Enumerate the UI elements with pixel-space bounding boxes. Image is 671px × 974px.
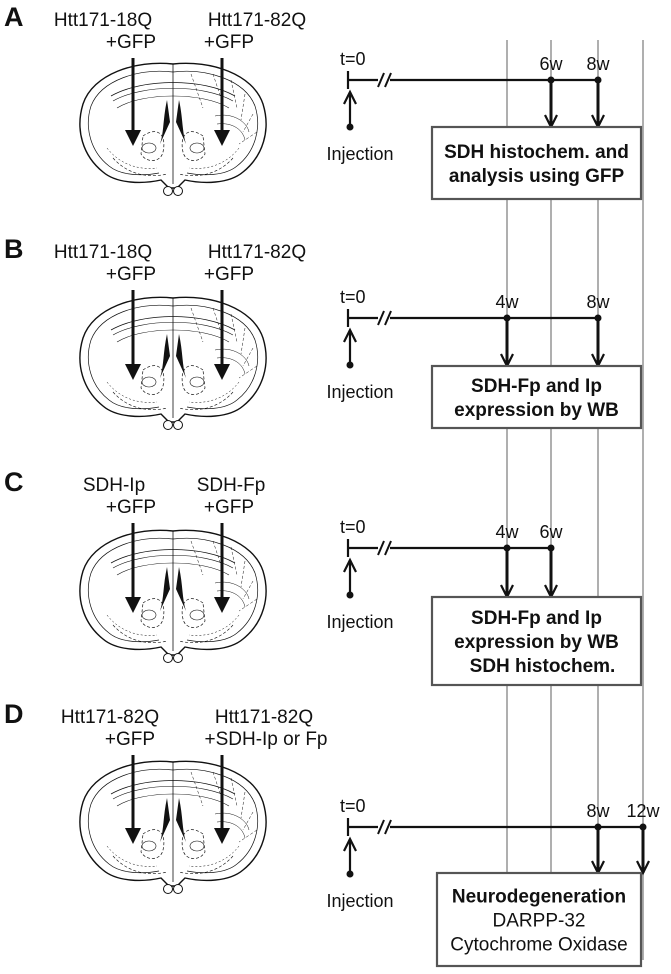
right-injection-label-sub: +GFP [204,32,254,53]
right-injection-arrow [214,755,230,844]
time-marker-label: 6w [539,522,563,542]
injection-arrow [343,89,357,131]
time-marker-label: 8w [586,292,610,312]
time-marker-arrow [636,823,650,876]
injection-arrow [343,557,357,599]
right-injection-label: Htt171-82Q [208,242,306,263]
outcome-box-line: SDH histochem. [470,656,616,677]
t0-label: t=0 [340,287,366,307]
left-injection-label: Htt171-82Q [61,707,159,728]
time-marker-arrow [591,76,605,130]
left-injection-label: Htt171-18Q [54,242,152,263]
panel-letter: B [4,234,24,264]
left-injection-label-sub: +GFP [106,264,156,285]
timeline [346,309,598,327]
left-injection-label: SDH-Ip [83,475,145,496]
outcome-box-line: SDH histochem. and [444,142,629,163]
outcome-box: SDH-Fp and Ip expression by WB [430,364,643,430]
time-marker-arrow [591,314,605,369]
time-marker-label: 6w [539,54,563,74]
left-injection-label-sub: +GFP [106,32,156,53]
injection-label: Injection [326,144,393,164]
brain-section-drawing [79,529,267,664]
outcome-box-line: expression by WB [454,400,619,421]
time-marker-arrow [500,314,514,369]
time-marker-label: 8w [586,801,610,821]
t0-label: t=0 [340,796,366,816]
left-injection-label-sub: +GFP [106,497,156,518]
timeline [346,71,598,89]
brain-section-drawing [79,62,267,197]
panel-letter: C [4,467,24,497]
left-injection-label-sub: +GFP [105,729,155,750]
left-injection-label: Htt171-18Q [54,10,152,31]
left-injection-arrow [125,523,141,613]
outcome-box-line: SDH-Fp and Ip [471,376,602,397]
time-marker-arrow [544,544,558,600]
outcome-box-line: expression by WB [454,632,619,653]
time-marker-label: 12w [626,801,660,821]
injection-label: Injection [326,891,393,911]
t0-label: t=0 [340,517,366,537]
left-injection-arrow [125,290,141,380]
panel-letter: A [4,2,24,32]
panel-letter: D [4,699,24,729]
outcome-box-line: Neurodegeneration [452,887,626,908]
outcome-box: SDH-Fp and Ip expression by WB SDH histoch… [430,595,643,687]
right-injection-label-sub: +GFP [204,497,254,518]
left-injection-arrow [125,755,141,844]
injection-label: Injection [326,382,393,402]
t0-label: t=0 [340,49,366,69]
left-injection-arrow [125,58,141,146]
brain-section-drawing [79,760,267,895]
outcome-box-line: SDH-Fp and Ip [471,608,602,629]
time-marker-arrow [591,823,605,876]
timeline [346,539,551,557]
right-injection-arrow [214,290,230,380]
time-marker-label: 4w [495,292,519,312]
right-injection-arrow [214,58,230,146]
right-injection-label-sub: +SDH-Ip or Fp [204,729,327,750]
right-injection-label: Htt171-82Q [215,707,313,728]
right-injection-label: Htt171-82Q [208,10,306,31]
right-injection-label: SDH-Fp [197,475,266,496]
injection-arrow [343,327,357,369]
outcome-box: SDH histochem. and analysis using GFP [430,125,643,201]
time-marker-arrow [544,76,558,130]
outcome-box-line: Cytochrome Oxidase [450,935,627,956]
time-marker-label: 8w [586,54,610,74]
outcome-box-line: analysis using GFP [449,166,625,187]
right-injection-label-sub: +GFP [204,264,254,285]
injection-label: Injection [326,612,393,632]
right-injection-arrow [214,523,230,613]
injection-arrow [343,836,357,878]
time-marker-arrow [500,544,514,600]
time-marker-label: 4w [495,522,519,542]
outcome-box-line: DARPP-32 [493,911,586,932]
brain-section-drawing [79,296,267,431]
